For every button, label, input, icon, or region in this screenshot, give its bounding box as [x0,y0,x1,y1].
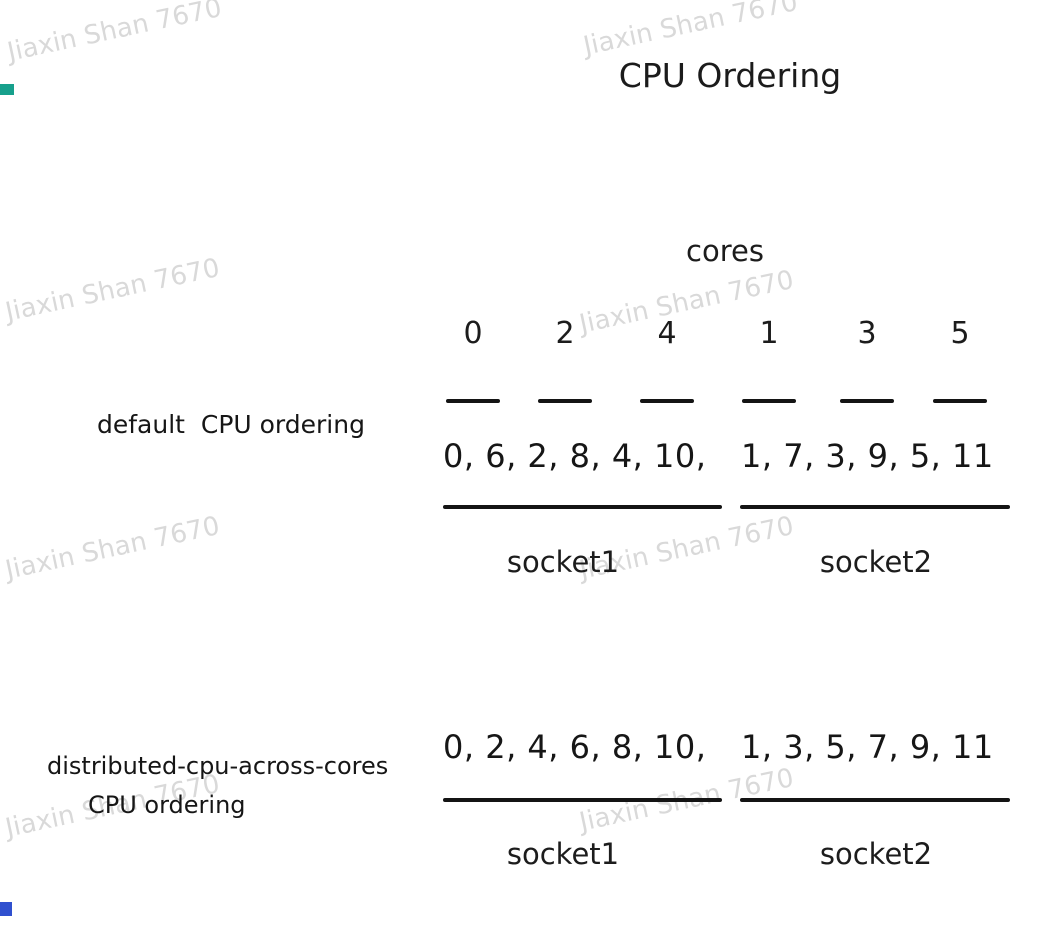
cores-label: cores [686,234,764,268]
default-socket2-cpu-list: 1, 7, 3, 9, 5, 11 [741,437,994,475]
core-number: 5 [950,316,970,351]
diagram-title: CPU Ordering [618,56,842,95]
core-underline [933,399,987,403]
core-underline [538,399,592,403]
distributed-socket2-underline [740,798,1010,802]
blue-edge-mark [0,902,12,916]
teal-edge-mark [0,84,14,95]
core-underline [446,399,500,403]
core-number: 4 [657,316,677,351]
core-number: 3 [857,316,877,351]
default-socket1-underline [443,505,722,509]
distributed-ordering-label-line1: distributed-cpu-across-cores [47,752,389,780]
default-socket2-label: socket2 [819,545,933,579]
core-underline [640,399,694,403]
watermark: Jiaxin Shan 7670 [2,510,223,586]
distributed-socket1-label: socket1 [506,837,620,871]
distributed-socket1-cpu-list: 0, 2, 4, 6, 8, 10, [443,728,707,766]
distributed-socket2-label: socket2 [819,837,933,871]
watermark: Jiaxin Shan 7670 [4,0,225,68]
default-socket2-underline [740,505,1010,509]
distributed-socket1-underline [443,798,722,802]
core-underline [840,399,894,403]
core-number: 2 [555,316,575,351]
default-ordering-label: default CPU ordering [97,410,365,439]
watermark: Jiaxin Shan 7670 [580,0,801,62]
default-socket1-label: socket1 [506,545,620,579]
core-number: 1 [759,316,779,351]
distributed-ordering-label-line2: CPU ordering [88,791,246,819]
watermark: Jiaxin Shan 7670 [2,252,223,328]
default-socket1-cpu-list: 0, 6, 2, 8, 4, 10, [443,437,707,475]
core-number: 0 [463,316,483,351]
distributed-socket2-cpu-list: 1, 3, 5, 7, 9, 11 [741,728,994,766]
core-underline [742,399,796,403]
